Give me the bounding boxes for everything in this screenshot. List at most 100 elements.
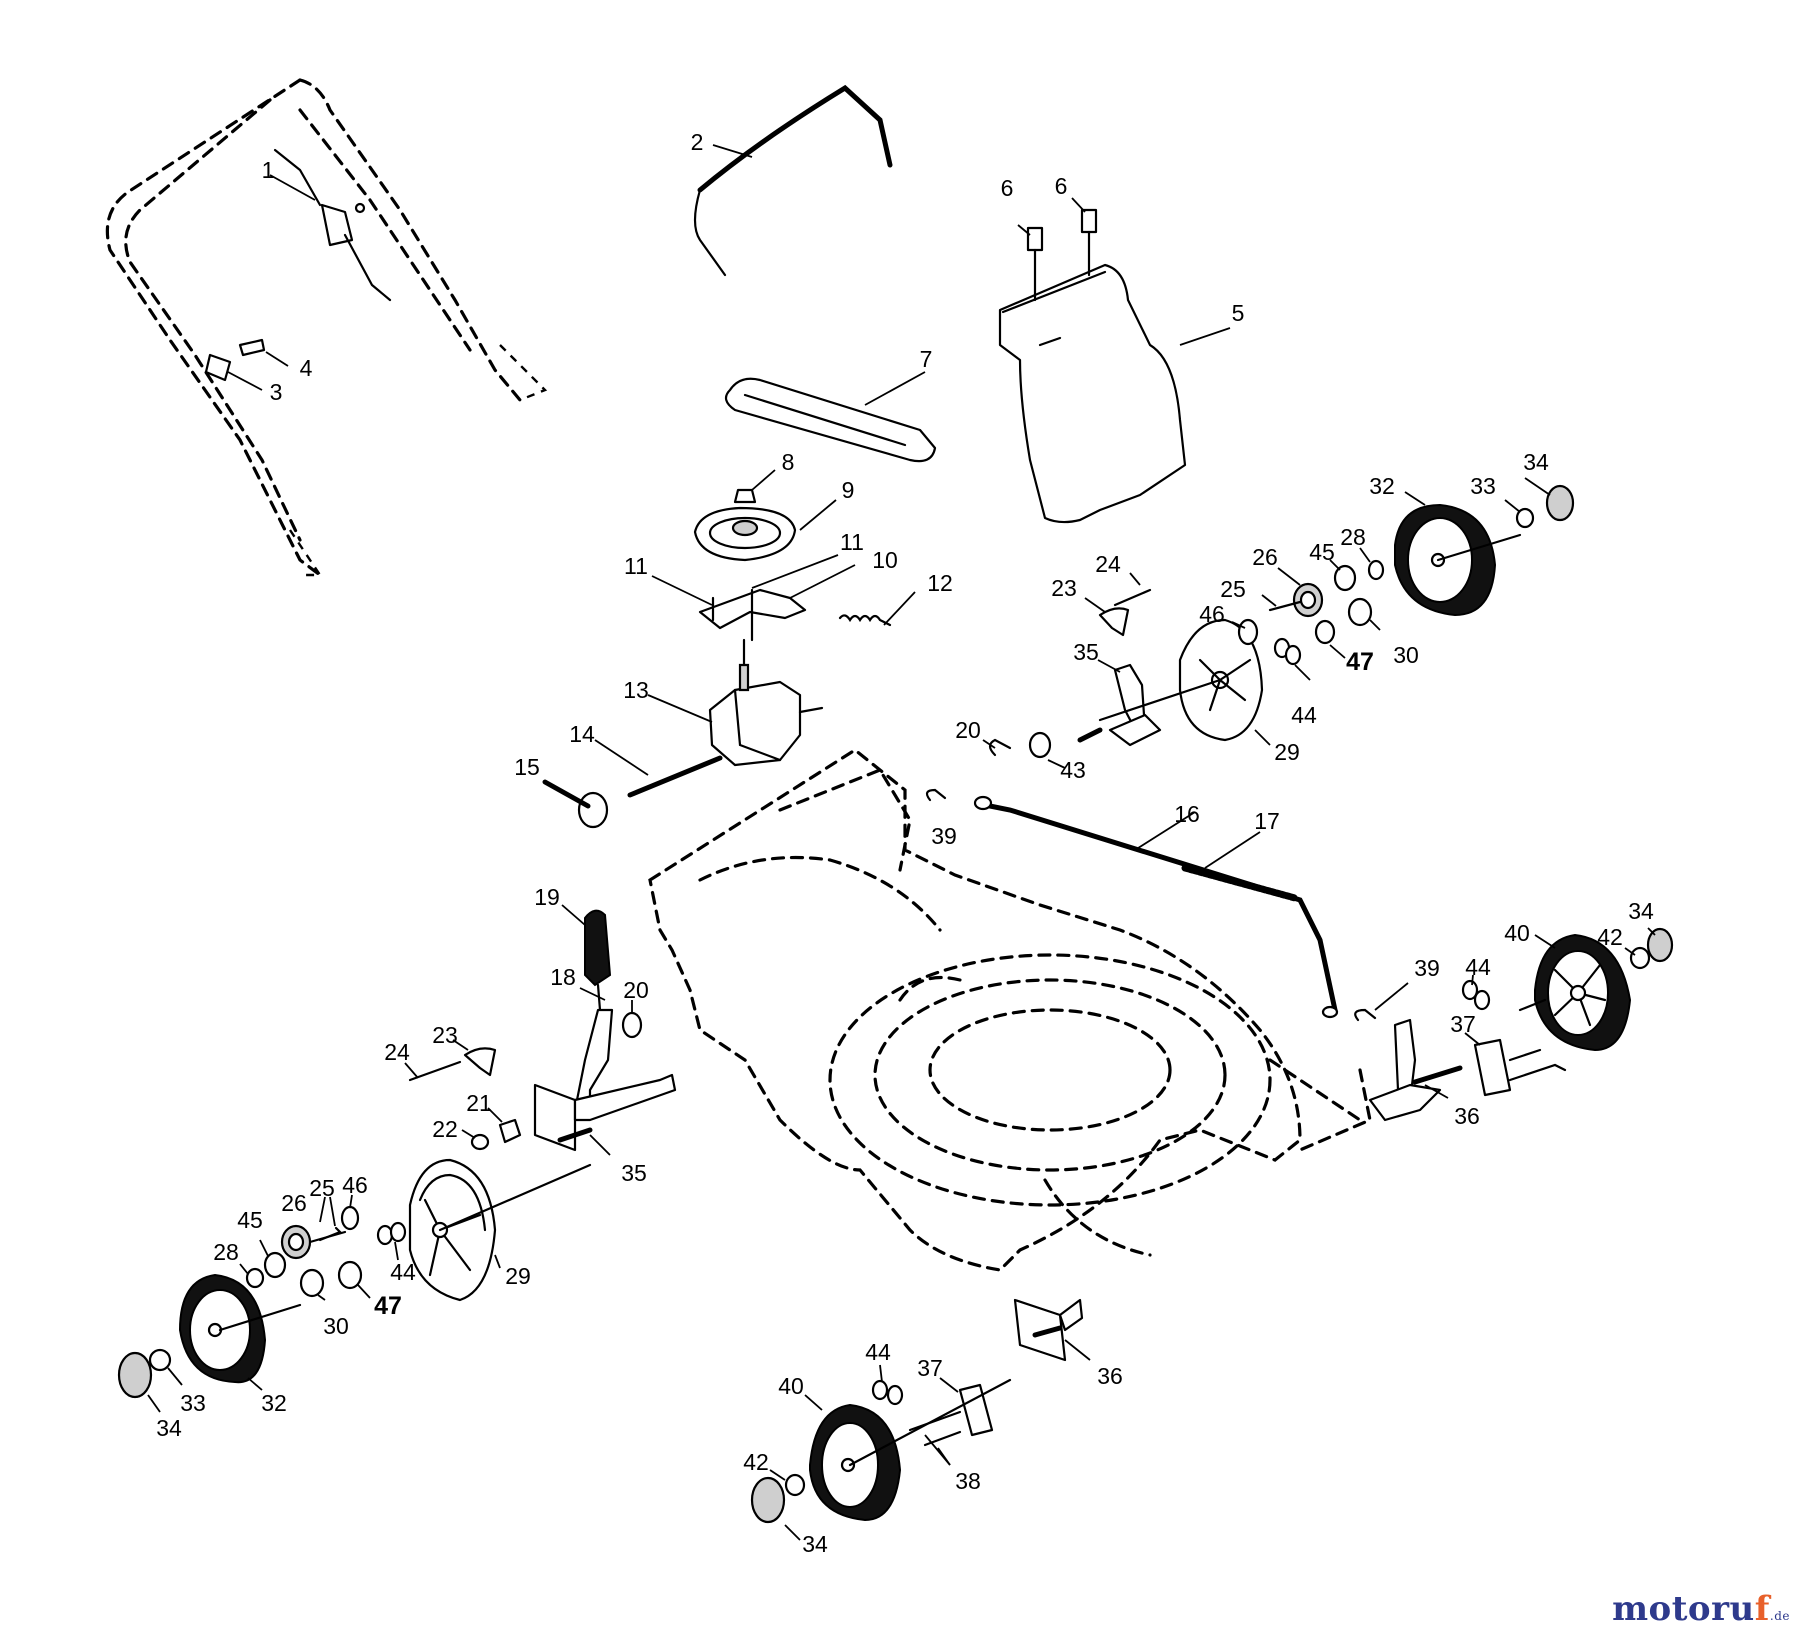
part-36-bracket-right [1368, 1018, 1463, 1122]
part-32-wheel-right [1394, 491, 1522, 617]
callout-37: 37 [917, 1355, 943, 1381]
part-7-belt [724, 371, 937, 463]
part-12-spring [838, 591, 916, 627]
part-33-34-hubcap-right [1504, 477, 1575, 529]
handle-outline [105, 78, 548, 577]
callout-47: 47 [374, 1292, 402, 1320]
callout-32-2: 32 [1369, 473, 1395, 499]
part-10-11-bracket [651, 554, 856, 642]
callout-23: 23 [432, 1022, 458, 1048]
callout-11: 11 [624, 553, 648, 579]
callout-28: 28 [213, 1239, 239, 1265]
part-23-24-right [1084, 572, 1152, 637]
part-25-46-washers-left [318, 1194, 360, 1242]
part-33-34-hubcap-left [117, 1348, 183, 1413]
callout-42: 42 [743, 1449, 769, 1475]
callout-20: 20 [623, 977, 649, 1003]
watermark-logo: motoruf.de [1612, 1589, 1790, 1629]
part-44-47-right [1273, 619, 1346, 681]
callout-36-2: 36 [1454, 1103, 1480, 1129]
callout-3: 3 [270, 379, 283, 405]
callout-42-2: 42 [1597, 924, 1623, 950]
callout-39-2: 39 [1414, 955, 1440, 981]
callout-8: 8 [782, 449, 795, 475]
part-35-axle-right [1077, 659, 1162, 747]
part-42-34-hubcap-bottom [750, 1469, 806, 1541]
callout-17: 17 [1254, 808, 1280, 834]
callout-14: 14 [569, 721, 595, 747]
part-45-28-30-right [1329, 547, 1385, 631]
callout-21: 21 [466, 1090, 492, 1116]
part-29-wheel-gear-left [408, 1158, 592, 1302]
part-42-34-hubcap-rf [1624, 927, 1674, 970]
callout-34-2: 34 [1523, 449, 1549, 475]
callout-29: 29 [505, 1263, 531, 1289]
part-5-deflector [998, 263, 1231, 524]
callout-47-2: 47 [1346, 648, 1374, 676]
part-8-9-pulley [693, 469, 837, 562]
callout-26: 26 [281, 1190, 307, 1216]
part-20-ring [621, 1000, 643, 1039]
part-3-4-bracket [204, 338, 289, 391]
callout-16: 16 [1174, 801, 1200, 827]
callout-5: 5 [1232, 300, 1245, 326]
part-14-axle [594, 739, 723, 798]
part-44-left [376, 1221, 407, 1261]
part-44-bottom [871, 1364, 904, 1406]
callout-24-2: 24 [1095, 551, 1121, 577]
part-37-38-right [1464, 1032, 1567, 1097]
callout-32: 32 [261, 1390, 287, 1416]
part-35-axle-bracket [533, 1073, 677, 1156]
part-44-right-front [1461, 974, 1491, 1011]
callout-33: 33 [180, 1390, 206, 1416]
callout-11-2: 11 [840, 529, 864, 555]
part-45-28-left [239, 1239, 287, 1289]
part-25-26-46-right [1231, 567, 1324, 646]
part-15-washer [542, 779, 609, 829]
callout-28-2: 28 [1340, 524, 1366, 550]
callout-6: 6 [1001, 175, 1014, 201]
part-39-pins [925, 788, 1409, 1022]
callout-6-2: 6 [1055, 173, 1068, 199]
callout-12: 12 [927, 570, 953, 596]
callout-2: 2 [691, 129, 704, 155]
part-2-bail [693, 84, 893, 277]
mower-deck-outline [648, 748, 1372, 1272]
callout-22: 22 [432, 1116, 458, 1142]
callout-9: 9 [842, 477, 855, 503]
callout-30-2: 30 [1393, 642, 1419, 668]
callout-10: 10 [872, 547, 898, 573]
callout-30: 30 [323, 1313, 349, 1339]
callout-37-2: 37 [1450, 1011, 1476, 1037]
callout-39: 39 [931, 823, 957, 849]
callout-13: 13 [623, 677, 649, 703]
callout-23-2: 23 [1051, 575, 1077, 601]
part-13-transmission [647, 638, 824, 767]
callout-29-2: 29 [1274, 739, 1300, 765]
callout-36: 36 [1097, 1363, 1123, 1389]
part-36-bracket-bottom [1013, 1298, 1091, 1362]
callout-34-3: 34 [1628, 898, 1654, 924]
watermark-part1: motoru [1612, 1589, 1755, 1629]
part-20-43-right [982, 731, 1066, 769]
part-1-control-cable [269, 148, 392, 302]
part-21-22-nut [461, 1107, 522, 1151]
callout-25-2: 25 [1220, 576, 1246, 602]
callout-34-4: 34 [802, 1531, 828, 1557]
part-17-spring [1181, 831, 1299, 902]
callout-4: 4 [300, 355, 313, 381]
part-26-pinion-left [280, 1224, 347, 1260]
callout-35: 35 [621, 1160, 647, 1186]
part-32-wheel-left [178, 1273, 302, 1391]
callout-45: 45 [237, 1207, 263, 1233]
part-29-wheel-gear-right [1098, 618, 1271, 746]
callout-44: 44 [390, 1259, 416, 1285]
callout-40-2: 40 [1504, 920, 1530, 946]
watermark-part2: f [1754, 1589, 1770, 1629]
part-40-wheel-right [1518, 933, 1632, 1052]
callout-24: 24 [384, 1039, 410, 1065]
callout-38: 38 [955, 1468, 981, 1494]
